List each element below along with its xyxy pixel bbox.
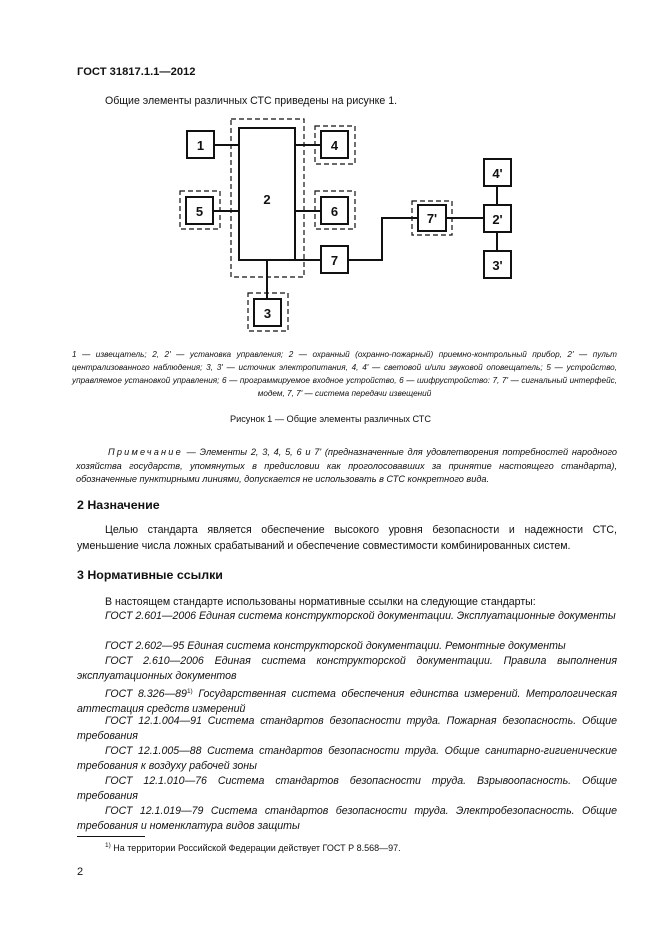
ref-item: ГОСТ 8.326—891) Государственная система … <box>77 684 617 717</box>
page-number: 2 <box>77 866 84 878</box>
section-3-intro: В настоящем стандарте использованы норма… <box>105 596 536 608</box>
ref-item: ГОСТ 12.1.005—88 Система стандартов безо… <box>77 745 617 772</box>
block-diagram: 1 2 4 5 6 7 3 7' 4' 2' 3' <box>179 118 512 332</box>
ref-item: ГОСТ 2.610—2006 Единая система конструкт… <box>77 655 617 682</box>
note-text: — Элементы 2, 3, 4, 5, 6 и 7' (предназна… <box>76 447 617 484</box>
label-6: 6 <box>331 204 338 219</box>
ref-item: ГОСТ 12.1.004—91 Система стандартов безо… <box>77 715 617 742</box>
ref-item: ГОСТ 2.602—95 Единая система конструктор… <box>105 640 566 652</box>
footnote-ref: 1) <box>186 688 193 695</box>
label-1: 1 <box>197 138 204 153</box>
section-2-title: 2 Назначение <box>77 498 160 512</box>
footnote-divider <box>77 836 145 837</box>
ref-item: ГОСТ 2.601—2006 Единая система конструкт… <box>105 610 616 622</box>
ref-gost-8326: ГОСТ 8.326—89 <box>105 688 187 700</box>
note-label: Примечание <box>108 447 183 457</box>
block-7p <box>417 204 447 232</box>
label-2: 2 <box>263 192 270 207</box>
label-5: 5 <box>196 204 203 219</box>
label-2p: 2' <box>492 212 502 227</box>
section-2-text: Целью стандарта является обеспечение выс… <box>77 524 617 553</box>
label-4p: 4' <box>492 166 502 181</box>
footnote-mark: 1) <box>105 842 111 849</box>
label-4: 4 <box>331 138 339 153</box>
footnote: 1) На территории Российской Федерации де… <box>105 842 401 853</box>
label-3: 3 <box>264 306 271 321</box>
ref-gost-8326-title: Государственная система обеспечения един… <box>77 688 617 715</box>
label-3p: 3' <box>492 258 502 273</box>
note: Примечание — Элементы 2, 3, 4, 5, 6 и 7'… <box>76 446 617 487</box>
figure-caption: Рисунок 1 — Общие элементы различных СТС <box>229 414 432 424</box>
figure-legend: 1 — извещатель; 2, 2' — установка управл… <box>72 350 617 398</box>
section-3-title: 3 Нормативные ссылки <box>77 568 223 582</box>
label-7: 7 <box>331 253 338 268</box>
page-header: ГОСТ 31817.1.1—2012 <box>77 66 196 78</box>
ref-item: ГОСТ 12.1.010—76 Система стандартов безо… <box>77 775 617 802</box>
ref-item: ГОСТ 12.1.019—79 Система стандартов безо… <box>77 805 617 832</box>
footnote-text: На территории Российской Федерации дейст… <box>110 843 401 853</box>
label-7p: 7' <box>427 211 437 226</box>
intro-text: Общие элементы различных СТС приведены н… <box>105 95 398 107</box>
